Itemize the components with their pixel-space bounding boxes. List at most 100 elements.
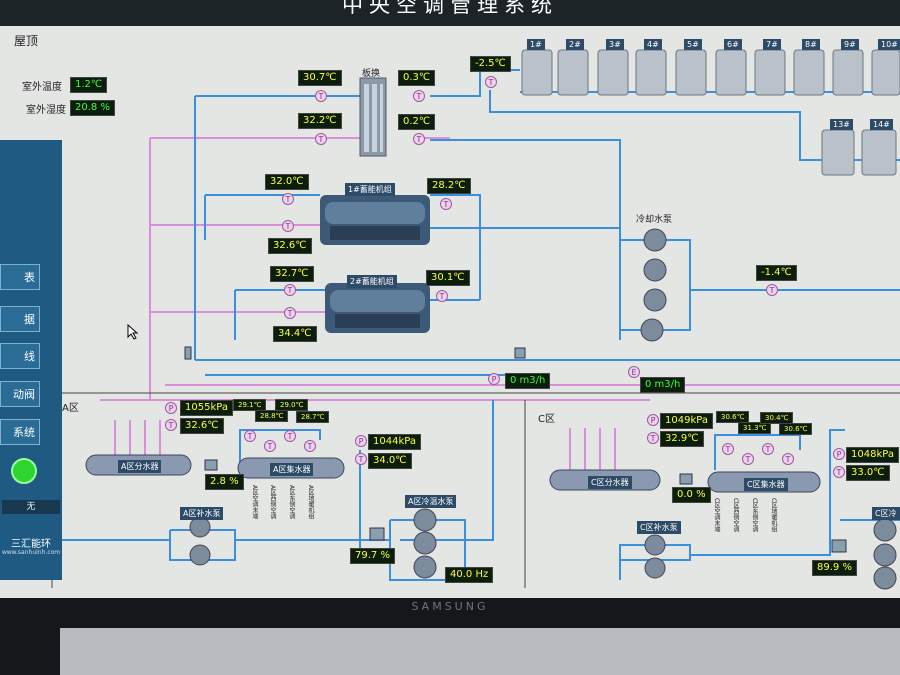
sidebar-btn-5[interactable]: 系统: [0, 419, 40, 445]
left-nav-panel: 表 据 线 动阀 系统 无 三汇能环 www.sanhuinh.com: [0, 140, 62, 580]
temp-sensor-icon: T: [264, 440, 276, 452]
sidebar-btn-2[interactable]: 据: [0, 306, 40, 332]
system-title: 中央空调管理系统: [0, 0, 900, 26]
zone-a-makeup-pump-label[interactable]: A区补水泵: [180, 507, 224, 520]
temp-sensor-icon: T: [782, 453, 794, 465]
flow-meter-2: 0 m3/h: [640, 377, 686, 393]
temp-sensor-icon: T: [766, 284, 778, 296]
temp-sensor-icon: T: [315, 133, 327, 145]
temp-sensor-icon: T: [315, 90, 327, 102]
temp-sensor-icon: T: [304, 440, 316, 452]
pressure-sensor-icon: P: [647, 414, 659, 426]
zone-c-branch-temp-1: 30.6℃: [716, 411, 750, 423]
sidebar-btn-1[interactable]: 表: [0, 264, 40, 290]
flow-meter-1: 0 m3/h: [505, 373, 551, 389]
tower-2-label[interactable]: 2#: [566, 39, 584, 50]
tower-14-label[interactable]: 14#: [870, 119, 893, 130]
zone-c-collector-label[interactable]: C区集水器: [744, 478, 788, 491]
pressure-sensor-icon: P: [165, 402, 177, 414]
piping-diagram: [51, 49, 900, 590]
zone-a-branch-name-3: A区东侧空调: [288, 485, 295, 520]
chiller-2-label[interactable]: 2#蓄能机组: [347, 275, 397, 288]
sidebar-btn-4[interactable]: 动阀: [0, 381, 40, 407]
plate-hx-label: 板换: [362, 69, 381, 79]
logo-url: www.sanhuinh.com: [1, 549, 61, 556]
zone-a-supply-pressure: 1055kPa: [180, 400, 233, 416]
monitor-brand: SAMSUNG: [411, 600, 489, 613]
cooling-tower-temp: -2.5℃: [470, 56, 511, 72]
zone-a-circ-pump-label[interactable]: A区冷温水泵: [405, 495, 457, 508]
zone-c-branch-name-2: C区西侧空调: [732, 498, 739, 533]
chiller-1-label[interactable]: 1#蓄能机组: [345, 183, 395, 196]
temp-sensor-icon: T: [647, 432, 659, 444]
temp-sensor-icon: T: [742, 453, 754, 465]
hx-right-in-temp: 0.3℃: [398, 70, 436, 86]
outdoor-temp-value: 1.2℃: [70, 77, 108, 93]
temp-sensor-icon: T: [284, 307, 296, 319]
zone-a-distributor-label[interactable]: A区分水器: [118, 460, 162, 473]
zone-a-supply-temp: 32.6℃: [180, 418, 224, 434]
tower-8-label[interactable]: 8#: [802, 39, 820, 50]
zone-c-supply-temp: 32.9℃: [660, 431, 704, 447]
section-roof-label: 屋顶: [14, 34, 39, 48]
temp-sensor-icon: T: [355, 453, 367, 465]
zone-c-valve-opening: 0.0 %: [672, 487, 711, 503]
temp-sensor-icon: T: [485, 76, 497, 88]
status-text: 无: [2, 500, 60, 514]
outdoor-humidity-value: 20.8 %: [70, 100, 115, 116]
outdoor-temp-label: 室外温度: [22, 82, 62, 93]
tower-5-label[interactable]: 5#: [684, 39, 702, 50]
scada-screen: 中央空调管理系统: [0, 0, 900, 598]
tower-6-label[interactable]: 6#: [724, 39, 742, 50]
zone-a-label: A区: [62, 403, 79, 414]
temp-sensor-icon: T: [413, 133, 425, 145]
zone-c-branch-name-4: C区地暖机组: [770, 498, 777, 533]
zone-a-frequency: 40.0 Hz: [445, 567, 494, 583]
zone-c-branch-temp-3: 30.4℃: [760, 412, 794, 424]
zone-a-return-temp: 34.0℃: [368, 453, 412, 469]
tower-1-label[interactable]: 1#: [527, 39, 545, 50]
pressure-sensor-icon: P: [488, 373, 500, 385]
zone-a-branch-temp-1: 29.1℃: [233, 399, 267, 411]
temp-sensor-icon: T: [436, 290, 448, 302]
zone-a-valve-opening: 2.8 %: [205, 474, 244, 490]
tower-9-label[interactable]: 9#: [841, 39, 859, 50]
zone-a-branch-name-2: A区西侧空调: [269, 485, 276, 520]
zone-c-makeup-pump-label[interactable]: C区补水泵: [637, 521, 681, 534]
temp-sensor-icon: T: [284, 284, 296, 296]
temp-sensor-icon: T: [833, 466, 845, 478]
temp-sensor-icon: T: [762, 443, 774, 455]
tower-4-label[interactable]: 4#: [644, 39, 662, 50]
tower-13-label[interactable]: 13#: [830, 119, 853, 130]
zone-c-branch-name-1: C区空调末端: [713, 498, 720, 533]
hx-right-out-temp: 0.2℃: [398, 114, 436, 130]
zone-c-label: C区: [538, 414, 555, 425]
cooling-pump-label: 冷却水泵: [636, 215, 673, 225]
temp-sensor-icon: T: [722, 443, 734, 455]
temp-sensor-icon: T: [284, 430, 296, 442]
status-indicator-light: [11, 458, 37, 484]
tower-10-label[interactable]: 10#: [878, 39, 900, 50]
title-text: 中央空调管理系统: [342, 0, 558, 17]
outdoor-humidity-label: 室外湿度: [26, 105, 66, 116]
temp-sensor-icon: T: [282, 220, 294, 232]
zone-c-branch-name-3: C区东侧空调: [751, 498, 758, 533]
zone-c-freq-valve: 89.9 %: [812, 560, 857, 576]
tower-7-label[interactable]: 7#: [763, 39, 781, 50]
sidebar-btn-3[interactable]: 线: [0, 343, 40, 369]
chiller-1-temp-3: 28.2℃: [427, 178, 471, 194]
temp-sensor-icon: T: [413, 90, 425, 102]
chiller-1-graphic: [320, 195, 430, 245]
zone-c-return-pressure: 1048kPa: [846, 447, 899, 463]
tower-3-label[interactable]: 3#: [606, 39, 624, 50]
zone-c-distributor-label[interactable]: C区分水器: [588, 476, 632, 489]
zone-a-collector-label[interactable]: A区集水器: [270, 463, 314, 476]
keyboard: [60, 628, 900, 675]
zone-c-circ-pump-label[interactable]: C区冷: [872, 507, 900, 520]
zone-a-branch-name-4: A区地暖机组: [307, 485, 314, 520]
zone-a-branch-name-1: A区空调末端: [251, 485, 258, 520]
cooling-pump-temp: -1.4℃: [756, 265, 797, 281]
zone-c-branch-temp-4: 30.6℃: [779, 423, 813, 435]
temp-sensor-icon: T: [282, 193, 294, 205]
pressure-sensor-icon: P: [355, 435, 367, 447]
